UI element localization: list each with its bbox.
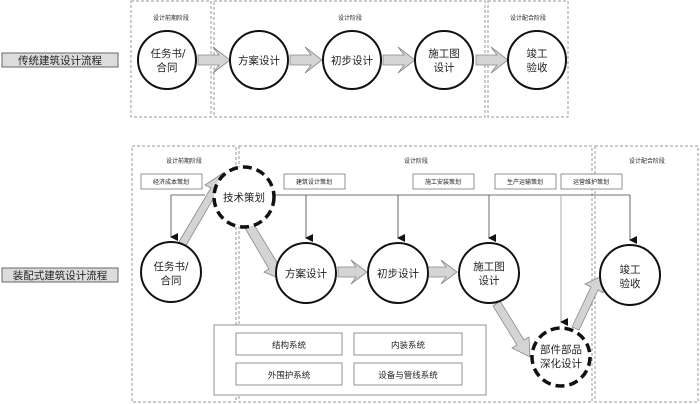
system-label-mep: 设备与管线系统 [378, 370, 438, 381]
prefab-node-completion-l2: 验收 [620, 277, 641, 290]
trad-node-construction [414, 30, 474, 90]
system-label-interior: 内装系统 [391, 340, 426, 351]
trad-arrow-3 [382, 46, 416, 74]
trad-node-scheme [229, 30, 289, 90]
prefab-phase-frame-pre [131, 145, 237, 403]
prefab-arrow-component-to-completion [571, 274, 605, 331]
trad-node-construction-l1: 施工图 [428, 47, 460, 60]
trad-node-task [137, 30, 197, 90]
trad-node-completion-l2: 验收 [527, 61, 548, 74]
trad-phase-label-pre: 设计前期阶段 [153, 14, 189, 22]
planning-box-arch [283, 173, 346, 190]
prefab-node-tech [212, 165, 276, 229]
trad-arrow-2 [289, 46, 323, 74]
system-label-structure: 结构系统 [272, 340, 307, 351]
prefab-node-component-l1: 部件部品 [540, 343, 582, 356]
prefab-arrow-scheme-to-prelim [337, 259, 368, 285]
traditional-title-box [1, 52, 119, 68]
prefab-phase-label-coord: 设计配合阶段 [629, 157, 665, 165]
trad-node-scheme-l1: 方案设计 [238, 54, 280, 67]
prefab-node-task [140, 241, 202, 303]
trad-node-task-l2: 合同 [157, 61, 178, 74]
prefab-node-construction-l2: 设计 [479, 274, 500, 287]
system-box-mep [353, 362, 463, 386]
system-box-interior [353, 332, 463, 356]
prefab-phase-frame-design [238, 145, 593, 403]
trad-arrow-4 [475, 46, 509, 74]
prefab-arrow-construction-to-component [492, 300, 531, 358]
prefab-node-construction-l1: 施工图 [473, 260, 505, 273]
planning-box-transport [494, 173, 557, 190]
prefab-phase-label-pre: 设计前期阶段 [166, 157, 202, 165]
planning-box-install [412, 173, 475, 190]
prefab-node-prelim-l1: 初步设计 [377, 267, 419, 280]
prefab-node-component-l2: 深化设计 [540, 357, 582, 370]
trad-node-prelim-l1: 初步设计 [331, 54, 373, 67]
prefab-node-tech-l1: 技术策划 [223, 191, 265, 204]
planning-box-cost [140, 173, 203, 190]
planning-label-operation: 运营维护策划 [573, 178, 609, 186]
prefab-node-scheme-l1: 方案设计 [285, 267, 327, 280]
traditional-flow: 传统建筑设计流程 设计前期阶段 设计阶段 设计配合阶段 任务书/ 合同 方案设计… [1, 0, 569, 118]
prefab-node-component [530, 326, 592, 388]
prefab-node-completion [599, 244, 661, 306]
planning-label-install: 施工安装策划 [425, 178, 461, 186]
system-label-envelope: 外围护系统 [268, 370, 311, 381]
prefab-node-construction [458, 242, 520, 304]
trad-node-prelim [322, 30, 382, 90]
prefab-title: 装配式建筑设计流程 [13, 269, 108, 282]
prefab-phase-frame-coord [594, 145, 699, 403]
prefab-arrow-prelim-to-construction [427, 259, 458, 285]
planning-label-arch: 建筑设计策划 [296, 178, 332, 186]
trad-phase-frame-coord [487, 0, 569, 118]
trad-phase-label-design: 设计阶段 [338, 14, 362, 22]
prefab-node-scheme [275, 242, 337, 304]
prefab-node-task-l2: 合同 [161, 274, 182, 287]
trad-node-completion-l1: 竣工 [527, 47, 548, 60]
trad-arrow-1 [197, 46, 231, 74]
planning-label-cost: 经济成本策划 [153, 178, 189, 186]
planning-box-operation [560, 173, 623, 190]
prefab-node-task-l1: 任务书/ [153, 260, 188, 273]
prefab-phase-label-design: 设计阶段 [404, 157, 428, 165]
planning-label-transport: 生产运输策划 [507, 178, 543, 186]
prefab-title-box [1, 267, 119, 283]
prefab-flow: 装配式建筑设计流程 设计前期阶段 设计阶段 设计配合阶段 经济成本策划 建筑设计… [1, 145, 699, 403]
system-box-structure [235, 332, 343, 356]
traditional-title: 传统建筑设计流程 [18, 54, 102, 67]
trad-node-completion [507, 30, 567, 90]
prefab-node-completion-l1: 竣工 [620, 263, 641, 276]
system-box-envelope [235, 362, 343, 386]
trad-node-construction-l2: 设计 [434, 61, 455, 74]
trad-node-task-l1: 任务书/ [150, 47, 185, 60]
trad-phase-label-coord: 设计配合阶段 [510, 14, 546, 22]
prefab-node-prelim [367, 242, 429, 304]
